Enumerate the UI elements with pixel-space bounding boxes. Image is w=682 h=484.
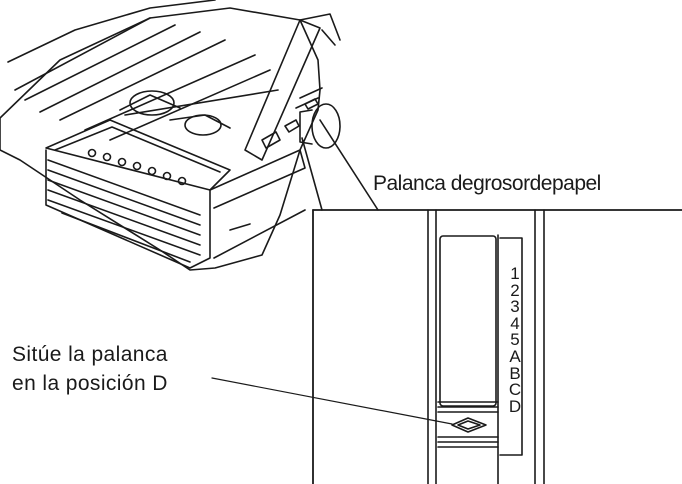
instruction-line-1: Sitúe la palanca <box>12 343 168 366</box>
scale-mark: C <box>508 380 522 400</box>
scale-mark: 3 <box>510 297 520 317</box>
scale-mark: 2 <box>510 280 520 300</box>
scale-mark: B <box>509 363 521 383</box>
scale-mark: 4 <box>510 313 520 333</box>
instruction-label: Sitúe la palanca en la posición D <box>12 340 168 398</box>
instruction-leader <box>211 377 453 425</box>
lever-name-label: Palanca degrosordepapel <box>373 172 601 195</box>
callout-lines <box>301 119 379 211</box>
thickness-scale: 1 2 3 4 5 A B C D <box>504 264 526 416</box>
scale-mark: D <box>508 396 522 416</box>
scale-mark: A <box>509 346 521 366</box>
scale-mark: 1 <box>510 264 520 283</box>
instruction-line-2: en la posición D <box>12 372 168 395</box>
lever-detail-view <box>312 209 682 484</box>
scale-mark: 5 <box>510 330 520 350</box>
printer-illustration <box>0 0 341 271</box>
